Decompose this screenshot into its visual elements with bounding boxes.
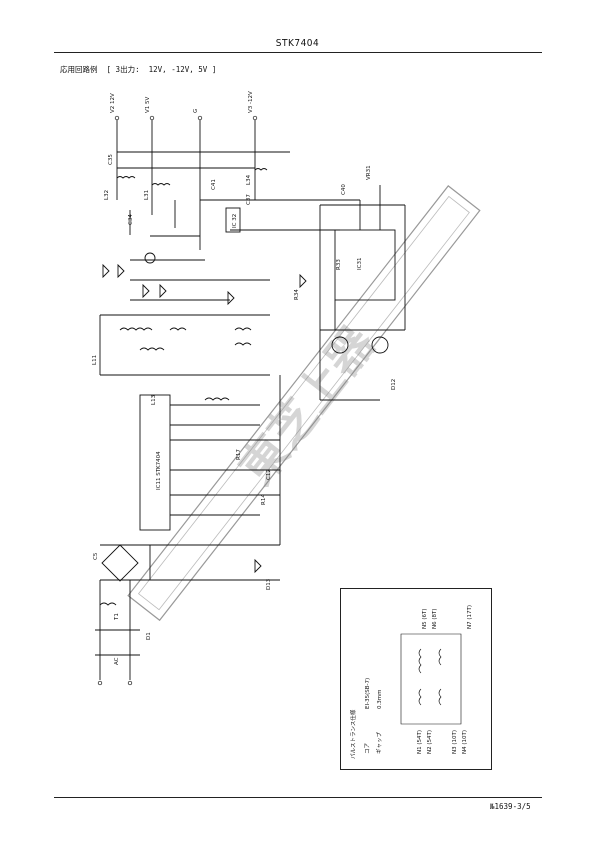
label-l34: L34 [246,174,252,185]
label-d13: D12 [391,379,397,390]
output-filter: IC 32 [102,168,340,306]
spec-diagram: パルストランス仕様 コア EI-35(SB-7) ギャップ 0.3mm N1 (… [349,605,473,759]
label-vr31: VR31 [366,165,372,180]
label-l31: L31 [144,190,150,200]
label-c41: C41 [211,179,217,190]
spec-core-value: EI-35(SB-7) [365,678,371,709]
transformer-spec-box: パルストランス仕様 コア EI-35(SB-7) ギャップ 0.3mm N1 (… [340,588,492,770]
rail-label-v1: V1 5V [145,96,151,113]
page-title: STK7404 [275,38,320,49]
label-r3: R14 [261,494,267,505]
label-c35: C35 [108,154,114,165]
label-l32: L32 [104,190,110,200]
control-section: IC31 [299,185,406,401]
label-c40: C40 [341,184,347,195]
label-c11: R17 [236,449,242,460]
spec-core-label: コア [364,742,371,754]
transformer-label: L11 [92,355,98,365]
winding-n6: N6 (8T) [432,608,438,629]
bottom-rule [54,797,542,798]
label-vr11: C12 [266,469,272,480]
output-rails: V2 12V V1 5V G V3 -12V [110,91,360,250]
winding-n4: N4 (10T) [462,730,468,754]
winding-n3: N3 (10T) [452,730,458,754]
input-section: AC C5 D13 [93,544,280,686]
spec-gap-value: 0.3mm [377,690,383,709]
label-r33: R33 [336,259,342,270]
main-ic-section: IC11 STK7404 [139,375,281,574]
label-c37: C37 [246,194,252,205]
label-r34: R34 [294,289,300,300]
rail-label-g: G [193,109,199,113]
ic31-label: IC31 [357,258,363,270]
transformer-l11: L11 [92,314,270,376]
rail-label-v3: V3 -12V [248,91,254,113]
component-labels: C35 L32 C34 L31 C41 L34 C37 C40 VR31 R33… [104,154,397,640]
t1-label: D13 [266,578,272,590]
winding-n7: N7 (17T) [467,605,473,629]
spec-gap-label: ギャップ [376,731,383,754]
ic32-label: IC 32 [232,214,238,228]
winding-n5: N5 (6T) [422,608,428,629]
page-number: №1639-3/5 [490,802,531,811]
watermark: 東芝上器 [127,185,481,622]
spec-title: パルストランス仕様 [349,709,357,759]
label-r18: L13 [151,394,157,405]
bridge-label: C5 [93,552,99,560]
main-ic-label: IC11 STK7404 [156,451,162,490]
figure-caption: 応用回路例 [ 3出力: 12V, -12V, 5V ] [60,65,217,74]
rail-label-v2: V2 12V [110,93,116,113]
label-c34: C34 [128,214,134,225]
label-l1: T1 [114,613,120,621]
winding-n2: N2 (54T) [427,730,433,754]
winding-n1: N1 (54T) [417,730,423,754]
ac-input-label: AC [114,657,120,665]
label-c4: D1 [146,632,152,640]
top-rule [54,52,542,53]
